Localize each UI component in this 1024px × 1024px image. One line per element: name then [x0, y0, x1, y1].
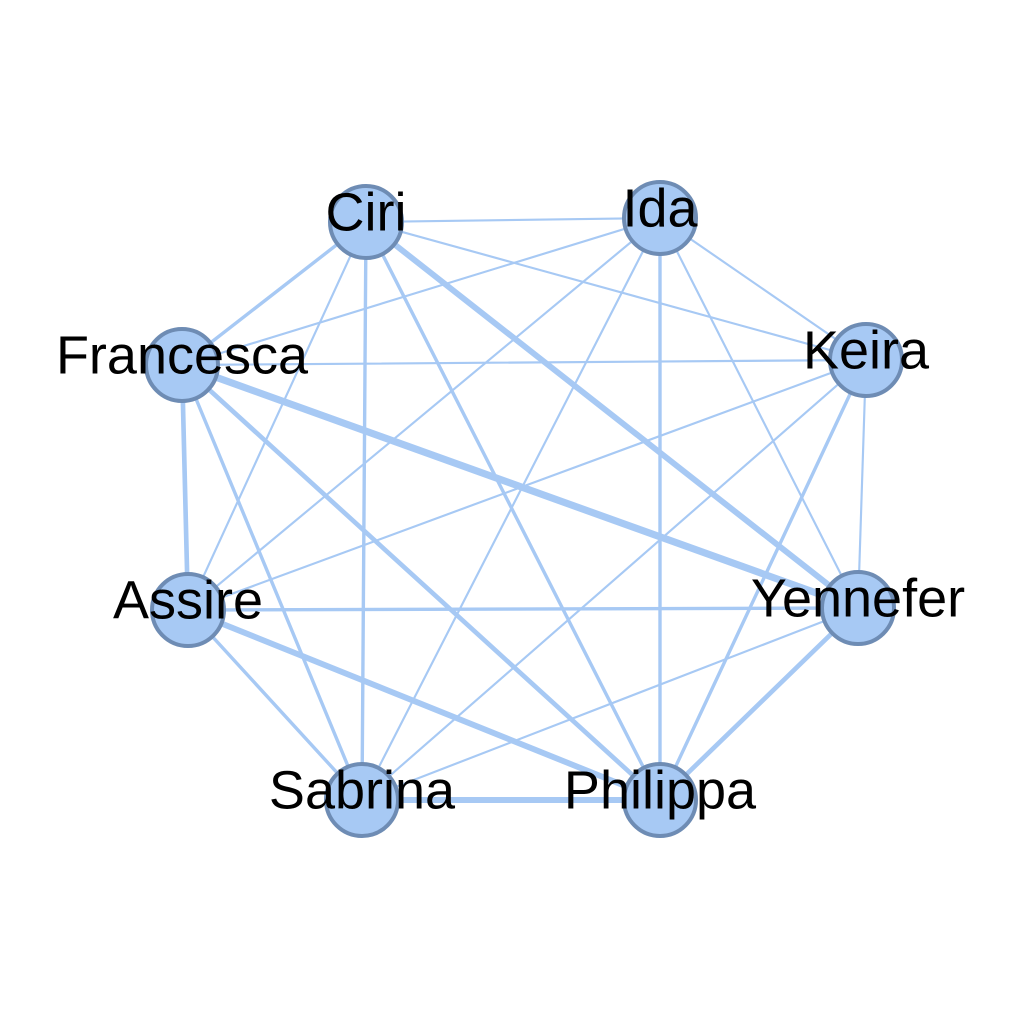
node-label-sabrina: Sabrina — [269, 760, 456, 820]
node-francesca — [144, 327, 220, 403]
edge-yennefer-philippa — [657, 605, 861, 803]
edge-yennefer-francesca — [178, 361, 862, 612]
edge-yennefer-sabrina — [360, 606, 860, 802]
edges-layer — [178, 216, 868, 803]
node-label-assire: Assire — [113, 570, 263, 630]
edge-ida-yennefer — [658, 216, 860, 610]
nodes-layer — [144, 180, 904, 838]
edge-sabrina-francesca — [180, 363, 364, 802]
edge-ciri-yennefer — [363, 219, 861, 611]
edge-ida-keira — [658, 216, 868, 362]
edge-keira-yennefer — [856, 358, 868, 610]
node-label-ida: Ida — [622, 178, 698, 238]
node-label-keira: Keira — [803, 320, 930, 380]
edge-yennefer-assire — [186, 606, 860, 612]
edge-philippa-francesca — [179, 362, 663, 803]
edge-assire-francesca — [179, 362, 191, 613]
edge-ciri-assire — [186, 220, 368, 612]
node-philippa — [622, 762, 698, 838]
node-label-yennefer: Yennefer — [751, 568, 965, 628]
node-assire — [150, 572, 226, 648]
node-keira — [828, 322, 904, 398]
edge-ciri-ida — [364, 216, 662, 224]
node-ciri — [328, 184, 404, 260]
edge-sabrina-assire — [186, 608, 364, 802]
edge-keira-francesca — [180, 358, 868, 367]
edge-ciri-sabrina — [360, 220, 368, 802]
edge-philippa-assire — [185, 607, 663, 803]
edge-ida-francesca — [180, 216, 662, 367]
edge-ciri-philippa — [364, 220, 662, 802]
node-yennefer — [820, 570, 896, 646]
edge-keira-philippa — [658, 358, 868, 802]
node-label-francesca: Francesca — [56, 325, 309, 385]
edge-keira-sabrina — [360, 358, 868, 802]
edge-ciri-keira — [364, 220, 868, 362]
node-sabrina — [324, 762, 400, 838]
node-label-philippa: Philippa — [564, 760, 757, 820]
node-ida — [622, 180, 698, 256]
edge-ciri-francesca — [180, 220, 368, 367]
edge-keira-assire — [186, 358, 868, 612]
edge-ida-assire — [186, 216, 662, 612]
node-label-ciri: Ciri — [326, 182, 407, 242]
